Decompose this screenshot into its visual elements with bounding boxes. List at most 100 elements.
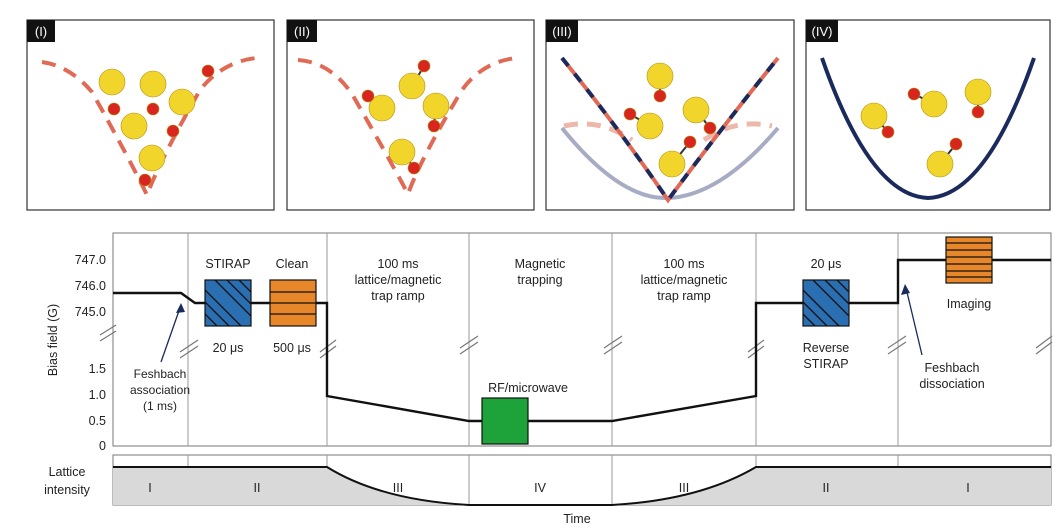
small-atom xyxy=(907,87,921,101)
stage-2-annotations: STIRAP 20 μs Clean 500 μs xyxy=(204,257,317,355)
small-atom xyxy=(407,161,421,175)
large-atom xyxy=(368,94,396,122)
large-atom xyxy=(398,72,426,100)
imaging-pulse-box xyxy=(945,236,993,284)
feshbach-association-label-2: association xyxy=(130,383,190,397)
tick-label: 1.5 xyxy=(89,362,106,376)
small-atom xyxy=(683,135,697,149)
region-label: III xyxy=(679,481,689,495)
region-label: I xyxy=(966,481,969,495)
reverse-stirap-label-1: Reverse xyxy=(803,341,850,355)
clean-label: Clean xyxy=(276,257,309,271)
bias-field-curve xyxy=(113,258,1051,423)
small-atom xyxy=(107,102,121,116)
magnetic-trap xyxy=(820,57,1036,201)
feshbach-association-label: Feshbach xyxy=(134,367,187,381)
stirap-pulse-box xyxy=(204,279,252,327)
small-atom xyxy=(138,173,152,187)
molecule-cloud xyxy=(860,78,992,178)
timing-diagram: Bias field (G) 747.0 746.0 745.0 1.5 1.0… xyxy=(44,232,1053,526)
panel-3: (III) xyxy=(545,19,795,211)
stage-6-annotations: 20 μs Reverse STIRAP xyxy=(802,257,850,371)
tick-label: 747.0 xyxy=(75,253,106,267)
small-atom xyxy=(623,107,637,121)
panel-2-tag: (II) xyxy=(294,24,310,39)
ramp-label-3: trap ramp xyxy=(657,289,711,303)
panel-1: (I) xyxy=(26,19,275,211)
large-atom xyxy=(139,70,167,98)
lattice-intensity-curve xyxy=(113,466,1051,506)
reverse-stirap-pulse-box xyxy=(802,279,850,327)
small-atom xyxy=(881,125,895,139)
stage-5-annotations: 100 ms lattice/magnetic trap ramp xyxy=(641,257,728,303)
small-atom xyxy=(201,64,215,78)
ramp-label-1: 100 ms xyxy=(378,257,419,271)
lattice-intensity-strip: Lattice intensity I II III IV III II I xyxy=(44,465,1051,506)
lattice-label-2: intensity xyxy=(44,483,91,497)
small-atom xyxy=(949,137,963,151)
imaging-label: Imaging xyxy=(947,297,992,311)
stage-4-annotations: Magnetic trapping RF/microwave xyxy=(481,257,568,445)
trapping-label-2: trapping xyxy=(517,273,562,287)
region-label: I xyxy=(148,481,151,495)
large-atom xyxy=(860,102,888,130)
tick-label: 1.0 xyxy=(89,388,106,402)
small-atom xyxy=(653,89,667,103)
small-atom xyxy=(971,105,985,119)
trapping-label-1: Magnetic xyxy=(515,257,566,271)
axis-break-marks xyxy=(99,324,1053,359)
tick-label: 0 xyxy=(99,439,106,453)
ramp-label-2: lattice/magnetic xyxy=(355,273,442,287)
stirap-label: STIRAP xyxy=(205,257,250,271)
large-atom xyxy=(388,138,416,166)
large-atom xyxy=(120,112,148,140)
panel-1-tag: (I) xyxy=(35,24,47,39)
panel-4: (IV) xyxy=(805,19,1051,211)
rf-microwave-label: RF/microwave xyxy=(488,381,568,395)
atom-cloud xyxy=(98,64,215,187)
region-label: II xyxy=(254,481,261,495)
rf-pulse-box xyxy=(481,397,529,445)
large-atom xyxy=(682,96,710,124)
dissociation-label-1: Feshbach xyxy=(925,361,980,375)
dashed-lattice-trap xyxy=(41,56,257,201)
small-atom xyxy=(417,59,431,73)
tick-label: 745.0 xyxy=(75,305,106,319)
dashed-lattice-trap xyxy=(297,56,517,199)
molecule-cloud xyxy=(361,59,450,175)
small-atom xyxy=(703,121,717,135)
ramp-label-2: lattice/magnetic xyxy=(641,273,728,287)
molecule-cloud xyxy=(623,62,717,178)
large-atom xyxy=(964,78,992,106)
ramp-label-3: trap ramp xyxy=(371,289,425,303)
stage-3-annotations: 100 ms lattice/magnetic trap ramp xyxy=(355,257,442,303)
panel-4-tag: (IV) xyxy=(812,24,833,39)
clean-duration: 500 μs xyxy=(273,341,311,355)
large-atom xyxy=(98,68,126,96)
stage-1-annotations: Feshbach association (1 ms) xyxy=(130,303,190,413)
region-label: III xyxy=(393,481,403,495)
reverse-stirap-label-2: STIRAP xyxy=(803,357,848,371)
large-atom xyxy=(422,92,450,120)
tick-label: 746.0 xyxy=(75,279,106,293)
large-atom xyxy=(926,150,954,178)
small-atom xyxy=(166,124,180,138)
large-atom xyxy=(658,150,686,178)
small-atom xyxy=(361,89,375,103)
small-atom xyxy=(146,102,160,116)
large-atom xyxy=(646,62,674,90)
small-atom xyxy=(427,119,441,133)
pointer-arrow xyxy=(905,287,923,356)
reverse-stirap-duration: 20 μs xyxy=(811,257,842,271)
tick-label: 0.5 xyxy=(89,414,106,428)
lattice-label-1: Lattice xyxy=(49,465,86,479)
panel-3-tag: (III) xyxy=(552,24,572,39)
feshbach-association-label-3: (1 ms) xyxy=(143,399,177,413)
panel-2: (II) xyxy=(286,19,535,211)
region-label: II xyxy=(823,481,830,495)
stirap-duration: 20 μs xyxy=(213,341,244,355)
stage-7-annotations: Imaging Feshbach dissociation xyxy=(901,236,993,391)
large-atom xyxy=(920,90,948,118)
large-atom xyxy=(168,88,196,116)
region-label: IV xyxy=(534,481,546,495)
